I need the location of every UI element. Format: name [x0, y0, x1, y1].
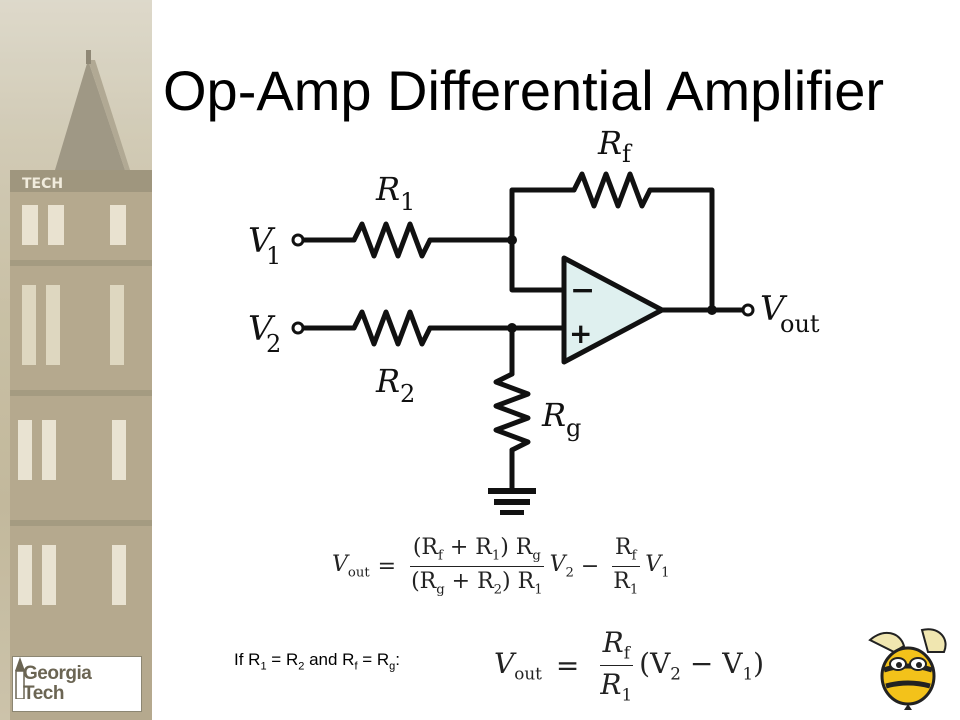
eq-main-fraction-1: (Rf + R1) Rg (Rg + R2) R1 [408, 535, 546, 597]
slide-title: Op-Amp Differential Amplifier [163, 59, 884, 122]
eq-f1-den-c: ) R [502, 568, 535, 594]
wire-inverting-input [509, 237, 567, 293]
label-r2-sub: 2 [400, 380, 415, 408]
cond-part-2: = R [266, 650, 299, 669]
eq-simple-lhs: V [494, 646, 515, 680]
terminal-v1 [291, 233, 305, 247]
cond-part-1: If R [234, 650, 261, 669]
eq-f1-num-a: (R [412, 535, 438, 561]
label-v2: V [248, 309, 276, 349]
cond-part-4: = R [357, 650, 390, 669]
simplified-gain-equation: Vout = Rf R1 (V2 − V1) [494, 622, 764, 708]
label-r1: R [375, 170, 400, 208]
condition-text: If R1 = R2 and Rf = Rg: [234, 650, 400, 672]
eq-f2-den: R [613, 568, 630, 594]
eq-f2-num: R [615, 535, 632, 561]
eq-simple-sub-2: 2 [670, 663, 681, 684]
label-rg-sub: g [566, 414, 581, 442]
eq-simple-fraction: Rf R1 [597, 626, 635, 704]
wire-feedback-right [647, 187, 715, 313]
label-rf: R [597, 124, 622, 162]
eq-main-equals: = [377, 553, 397, 579]
eq-f1-num-s1: f [437, 548, 443, 564]
eq-f1-num-c: ) R [500, 535, 533, 561]
label-r2: R [375, 362, 400, 400]
label-v1-sub: 1 [266, 242, 281, 270]
cond-sub-4: g [389, 660, 396, 673]
junction-node-noninverting [507, 323, 517, 333]
cond-sub-2: 2 [298, 660, 305, 673]
opamp-plus-sign: + [569, 317, 592, 350]
junction-node-inverting [507, 235, 517, 245]
general-gain-equation: Vout = (Rf + R1) Rg (Rg + R2) R1 V2 − Rf… [332, 528, 670, 604]
tower-sign: TECH [22, 176, 63, 192]
eq-main-lhs-sub: out [347, 565, 370, 581]
cond-part-5: : [395, 650, 401, 669]
eq-main-fraction-2: Rf R1 [610, 535, 641, 597]
label-vout: V [760, 289, 788, 329]
eq-simple-sub-1: 1 [742, 663, 754, 684]
logo-line-tech: Tech [23, 683, 64, 704]
eq-f1-den-b: + R [444, 568, 494, 594]
ground-icon [488, 488, 536, 515]
resistor-r2 [351, 309, 433, 347]
label-rg: R [541, 396, 566, 434]
eq-f1-num-s3: g [532, 548, 541, 564]
tower-illustration: TECH [0, 0, 152, 720]
eq-main-v2-sub: 2 [565, 565, 574, 581]
eq-simple-num: R [602, 625, 624, 659]
logo-line-georgia: Georgia [23, 663, 92, 684]
eq-simple-paren-open: (V [639, 646, 671, 680]
eq-simple-equals: = [555, 648, 580, 682]
georgia-tech-logo: Georgia Tech [12, 656, 142, 712]
eq-main-v1: V [645, 551, 662, 577]
logo-tower-icon [15, 657, 25, 699]
eq-f2-den-sub: 1 [629, 581, 639, 597]
resistor-r1 [351, 221, 433, 259]
junction-node-output [707, 305, 717, 315]
cond-sub-3: f [354, 660, 358, 673]
differential-amplifier-circuit: − + R f R 1 V 1 V 2 R 2 R g V out [248, 124, 820, 515]
opamp-minus-sign: − [570, 273, 595, 308]
opamp-triangle [561, 255, 665, 365]
eq-f1-den-s1: g [436, 581, 445, 597]
eq-f1-den-a: (R [411, 568, 437, 594]
eq-f1-num-s2: 1 [491, 548, 501, 564]
resistor-rg [493, 371, 531, 453]
eq-f1-den-s3: 1 [534, 581, 543, 597]
resistor-rf [571, 171, 653, 209]
eq-f2-num-sub: f [631, 548, 637, 564]
yellow-jacket-mascot-icon [868, 628, 947, 710]
eq-f1-num-b: + R [442, 535, 492, 561]
label-vout-sub: out [780, 310, 820, 338]
terminal-vout [741, 303, 755, 317]
label-v1: V [248, 221, 276, 261]
eq-main-v2: V [549, 551, 566, 577]
terminal-v2 [291, 321, 305, 335]
eq-f1-den-s2: 2 [493, 581, 503, 597]
label-r1-sub: 1 [400, 188, 415, 216]
cond-sub-1: 1 [260, 660, 267, 673]
eq-main-v1-sub: 1 [661, 565, 670, 581]
eq-simple-den-sub: 1 [621, 684, 633, 705]
side-panel: TECH Georgia Tech [0, 0, 152, 720]
eq-simple-minus: − V [680, 646, 743, 680]
eq-simple-paren-close: ) [753, 646, 765, 680]
eq-main-lhs: V [332, 551, 348, 577]
label-rf-sub: f [622, 140, 633, 168]
wire-feedback-left [509, 187, 577, 243]
eq-simple-den: R [600, 667, 622, 701]
eq-main-minus: − [573, 553, 607, 579]
eq-simple-lhs-sub: out [514, 663, 542, 684]
eq-simple-num-sub: f [623, 642, 630, 663]
cond-part-3: and R [304, 650, 355, 669]
label-v2-sub: 2 [266, 330, 281, 358]
